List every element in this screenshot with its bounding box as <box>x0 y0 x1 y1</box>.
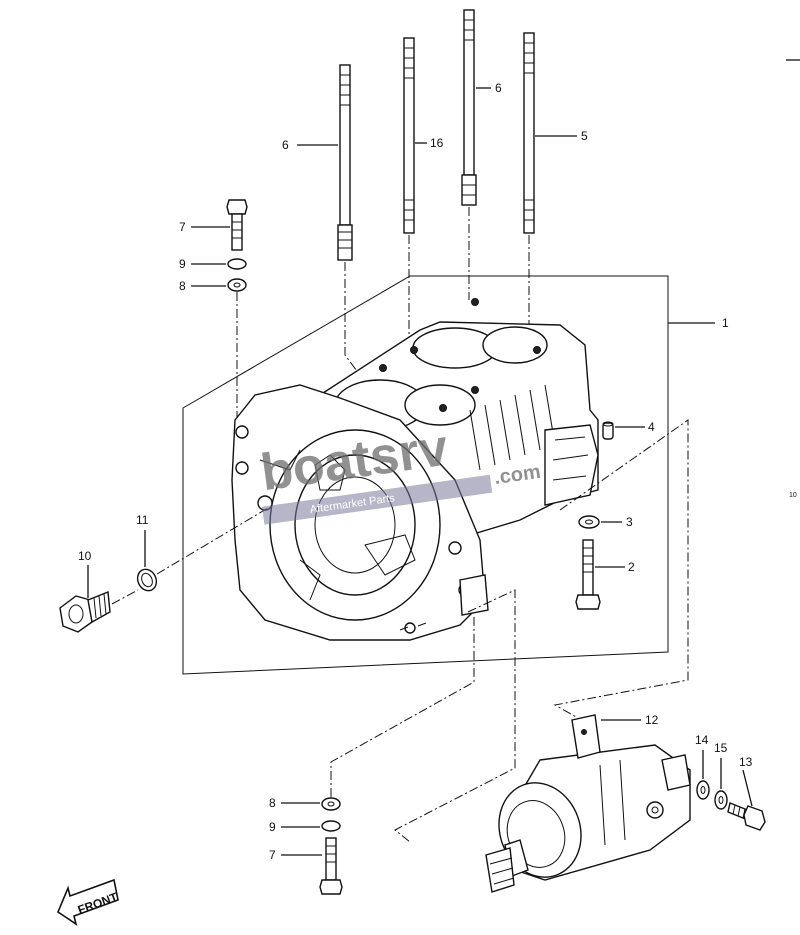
bolt-7-bottom <box>319 837 343 895</box>
assembly-outline <box>182 275 669 675</box>
washer-9-top <box>227 258 247 270</box>
callout-13: 13 <box>739 755 753 769</box>
callout-7b: 7 <box>269 848 276 862</box>
stud-6-right <box>461 9 477 206</box>
callout-10: 10 <box>78 549 92 563</box>
callout-14: 14 <box>695 733 709 747</box>
crankcase-body <box>231 298 599 641</box>
starter-motor <box>485 744 691 893</box>
washer-15 <box>714 790 728 810</box>
washer-9-bottom <box>321 820 341 832</box>
callout-6a: 6 <box>282 138 289 152</box>
callout-2: 2 <box>628 560 635 574</box>
callout-5: 5 <box>581 129 588 143</box>
callout-15: 15 <box>714 741 728 755</box>
o-ring-11 <box>136 568 158 592</box>
dowel-pin-4 <box>602 421 614 440</box>
callout-3: 3 <box>626 515 633 529</box>
edge-text: 10 <box>789 492 797 499</box>
callout-4: 4 <box>648 420 655 434</box>
washer-3 <box>578 515 600 529</box>
bracket-12 <box>571 714 601 759</box>
washer-8-top <box>227 278 247 292</box>
callout-12: 12 <box>645 713 659 727</box>
washer-14 <box>696 780 710 800</box>
callout-6b: 6 <box>495 81 502 95</box>
front-label: FRONT <box>76 890 120 918</box>
callout-9a: 9 <box>179 257 186 271</box>
stud-5 <box>523 32 535 234</box>
callout-8b: 8 <box>269 796 276 810</box>
callout-1: 1 <box>722 316 729 330</box>
callout-8a: 8 <box>179 279 186 293</box>
drain-plug-10 <box>59 591 111 633</box>
callout-16: 16 <box>430 136 444 150</box>
washer-8-bottom <box>321 797 341 811</box>
bolt-2 <box>575 539 601 610</box>
stud-6-left <box>337 64 353 261</box>
bolt-13 <box>727 802 766 831</box>
callout-7a: 7 <box>179 220 186 234</box>
callout-9b: 9 <box>269 820 276 834</box>
front-arrow-icon: FRONT <box>57 878 120 926</box>
leader-lines <box>87 59 800 856</box>
bolt-7-top <box>226 199 248 251</box>
callout-11: 11 <box>136 513 149 527</box>
stud-16 <box>403 37 415 234</box>
